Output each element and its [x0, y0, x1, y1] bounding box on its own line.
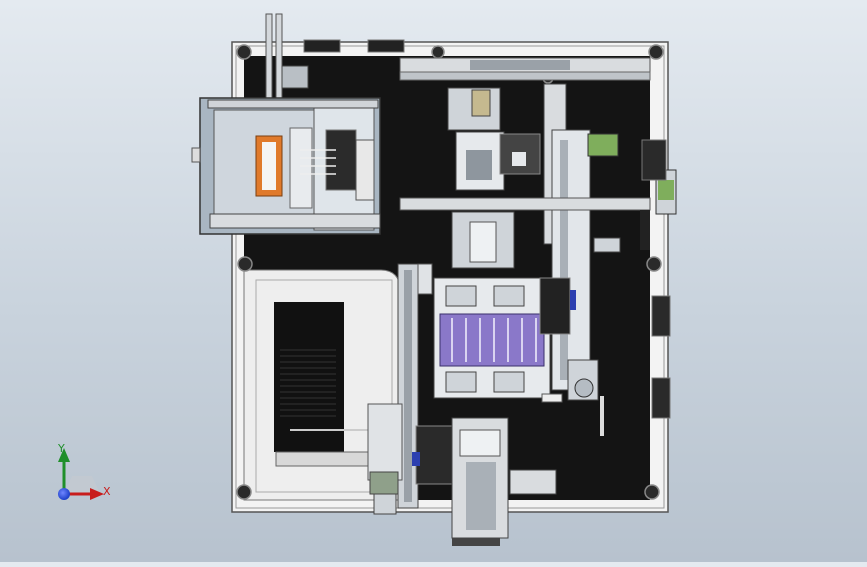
y-axis-label: Y	[58, 442, 65, 455]
vertical-rail	[551, 129, 591, 391]
axis-triad: X Y	[44, 436, 124, 516]
x-axis-label: X	[103, 485, 111, 498]
axis-triad-graphic	[58, 448, 104, 500]
purple-conveyor	[439, 313, 545, 367]
control-box	[274, 302, 344, 452]
z-axis-marker	[58, 488, 70, 500]
